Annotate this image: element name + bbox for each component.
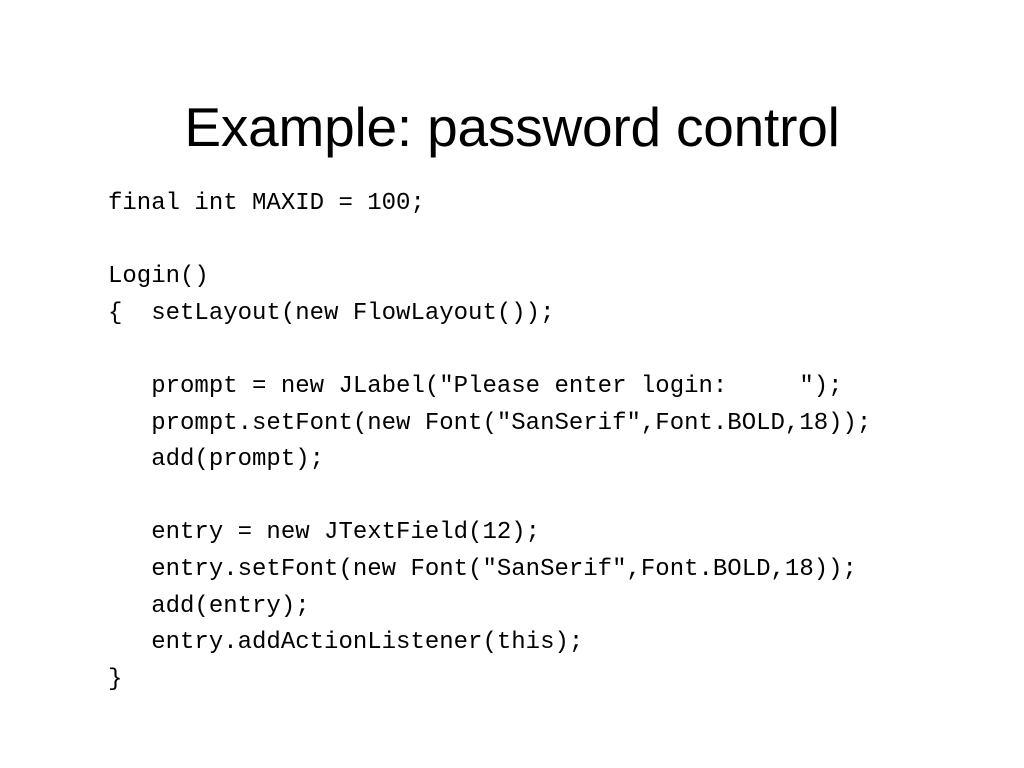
code-line: }	[108, 665, 123, 693]
code-line: { setLayout(new FlowLayout());	[108, 299, 555, 327]
code-line-blank	[108, 223, 968, 260]
page-title: Example: password control	[184, 95, 840, 158]
code-line: prompt.setFont(new Font("SanSerif",Font.…	[108, 409, 872, 437]
code-block: final int MAXID = 100; Login() { setLayou…	[108, 186, 968, 698]
code-line-blank	[108, 479, 968, 516]
code-line: add(prompt);	[108, 446, 325, 474]
code-line: Login()	[108, 263, 209, 291]
code-line: entry.addActionListener(this);	[108, 629, 584, 657]
code-line: final int MAXID = 100;	[108, 190, 425, 217]
code-line-blank	[108, 332, 968, 369]
code-line: add(entry);	[108, 592, 310, 620]
code-line: entry = new JTextField(12);	[108, 519, 541, 547]
code-line: entry.setFont(new Font("SanSerif",Font.B…	[108, 555, 857, 583]
code-line: prompt = new JLabel("Please enter login:…	[108, 372, 843, 400]
